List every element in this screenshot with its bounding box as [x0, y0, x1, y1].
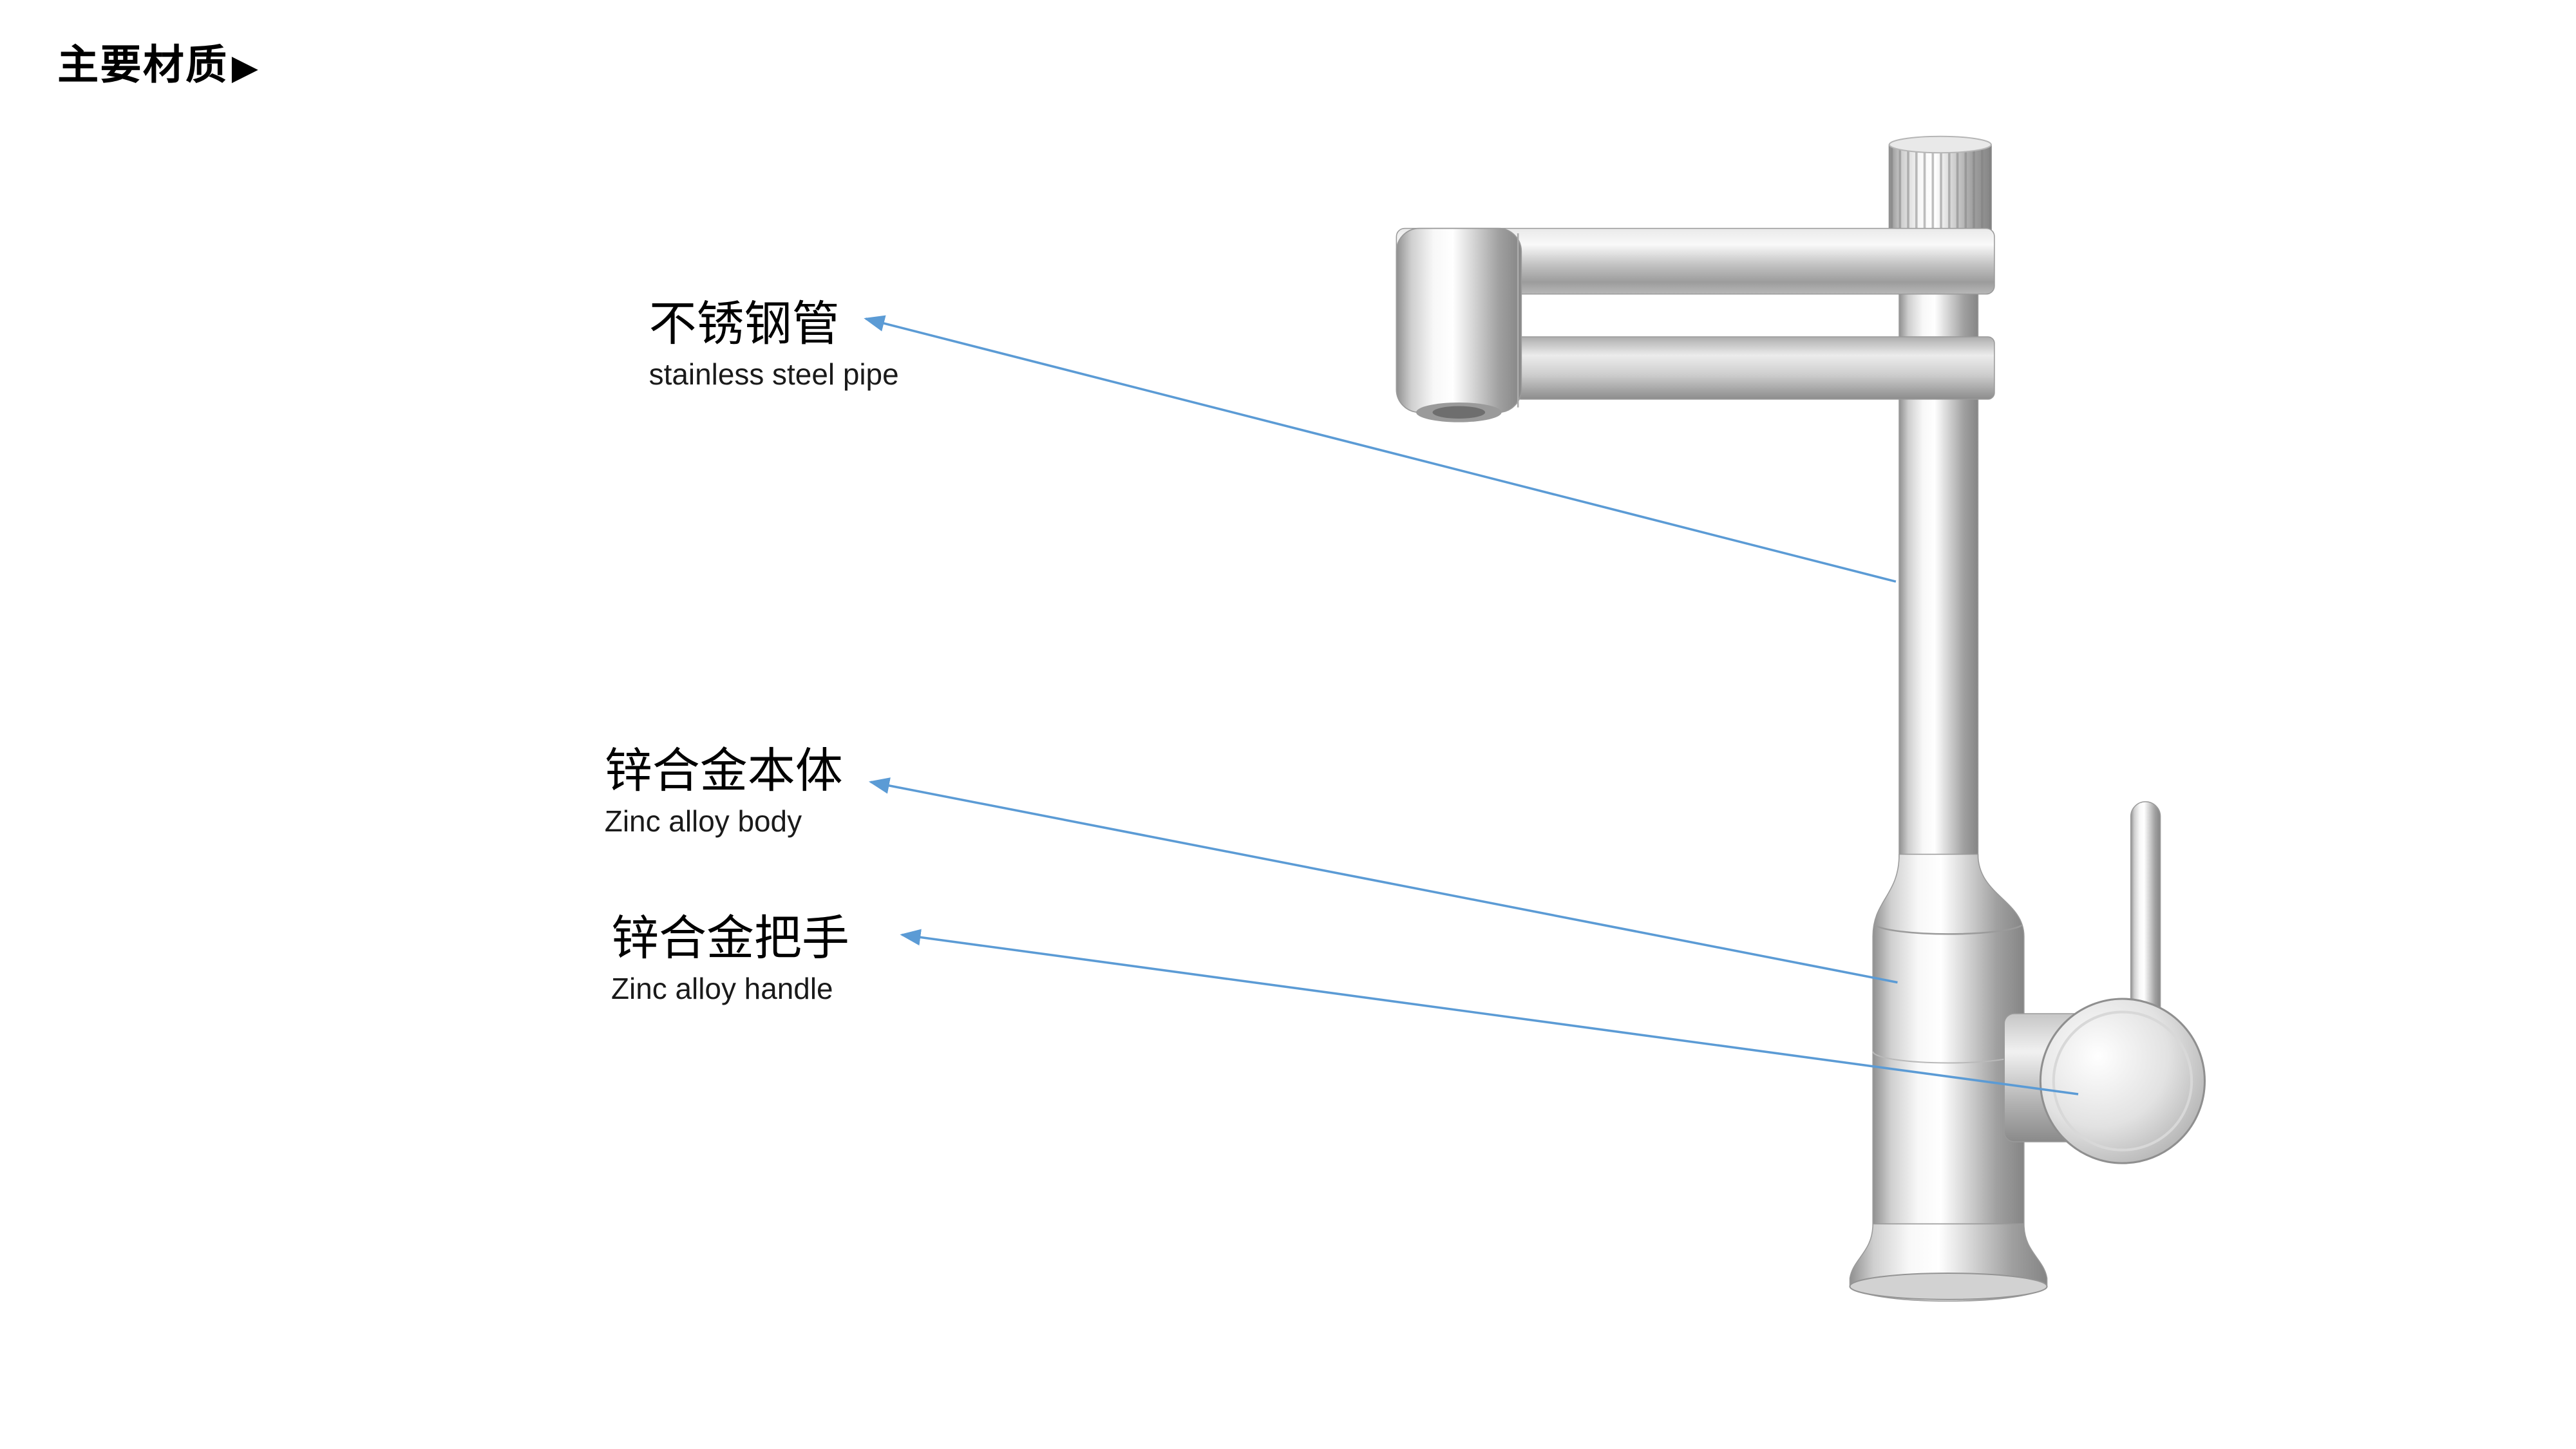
faucet-group: [1396, 135, 2206, 1302]
triangle-right-icon: ▶: [231, 49, 260, 88]
leader-line-pipe: [864, 315, 1897, 583]
page-title-text: 主要材质: [57, 43, 229, 89]
leader-line-body: [868, 777, 1898, 984]
leader-lines: [864, 315, 2079, 1095]
leader-line-handle: [900, 929, 2079, 1095]
annotation-zinc-alloy-body: 锌合金本体 Zinc alloy body: [605, 744, 843, 840]
faucet-handle: [2003, 801, 2206, 1164]
page-title: 主要材质▶: [57, 33, 260, 92]
annotation-body-en: Zinc alloy body: [604, 805, 802, 838]
annotation-zinc-alloy-handle: 锌合金把手 Zinc alloy handle: [611, 912, 849, 1007]
annotation-body-zh: 锌合金本体: [604, 746, 843, 799]
faucet-base: [1849, 1223, 2048, 1302]
annotation-stainless-steel-pipe: 不锈钢管 stainless steel pipe: [649, 298, 899, 393]
faucet-spout-bottom-bar: [1514, 336, 1995, 400]
annotation-pipe-en: stainless steel pipe: [649, 358, 899, 392]
faucet-spout-head: [1396, 227, 1522, 422]
annotation-handle-en: Zinc alloy handle: [611, 972, 833, 1006]
annotation-handle-zh: 锌合金把手: [611, 913, 849, 966]
faucet-pipe: [1899, 229, 1979, 871]
annotation-pipe-zh: 不锈钢管: [649, 299, 840, 352]
faucet-body: [1872, 853, 2025, 1225]
